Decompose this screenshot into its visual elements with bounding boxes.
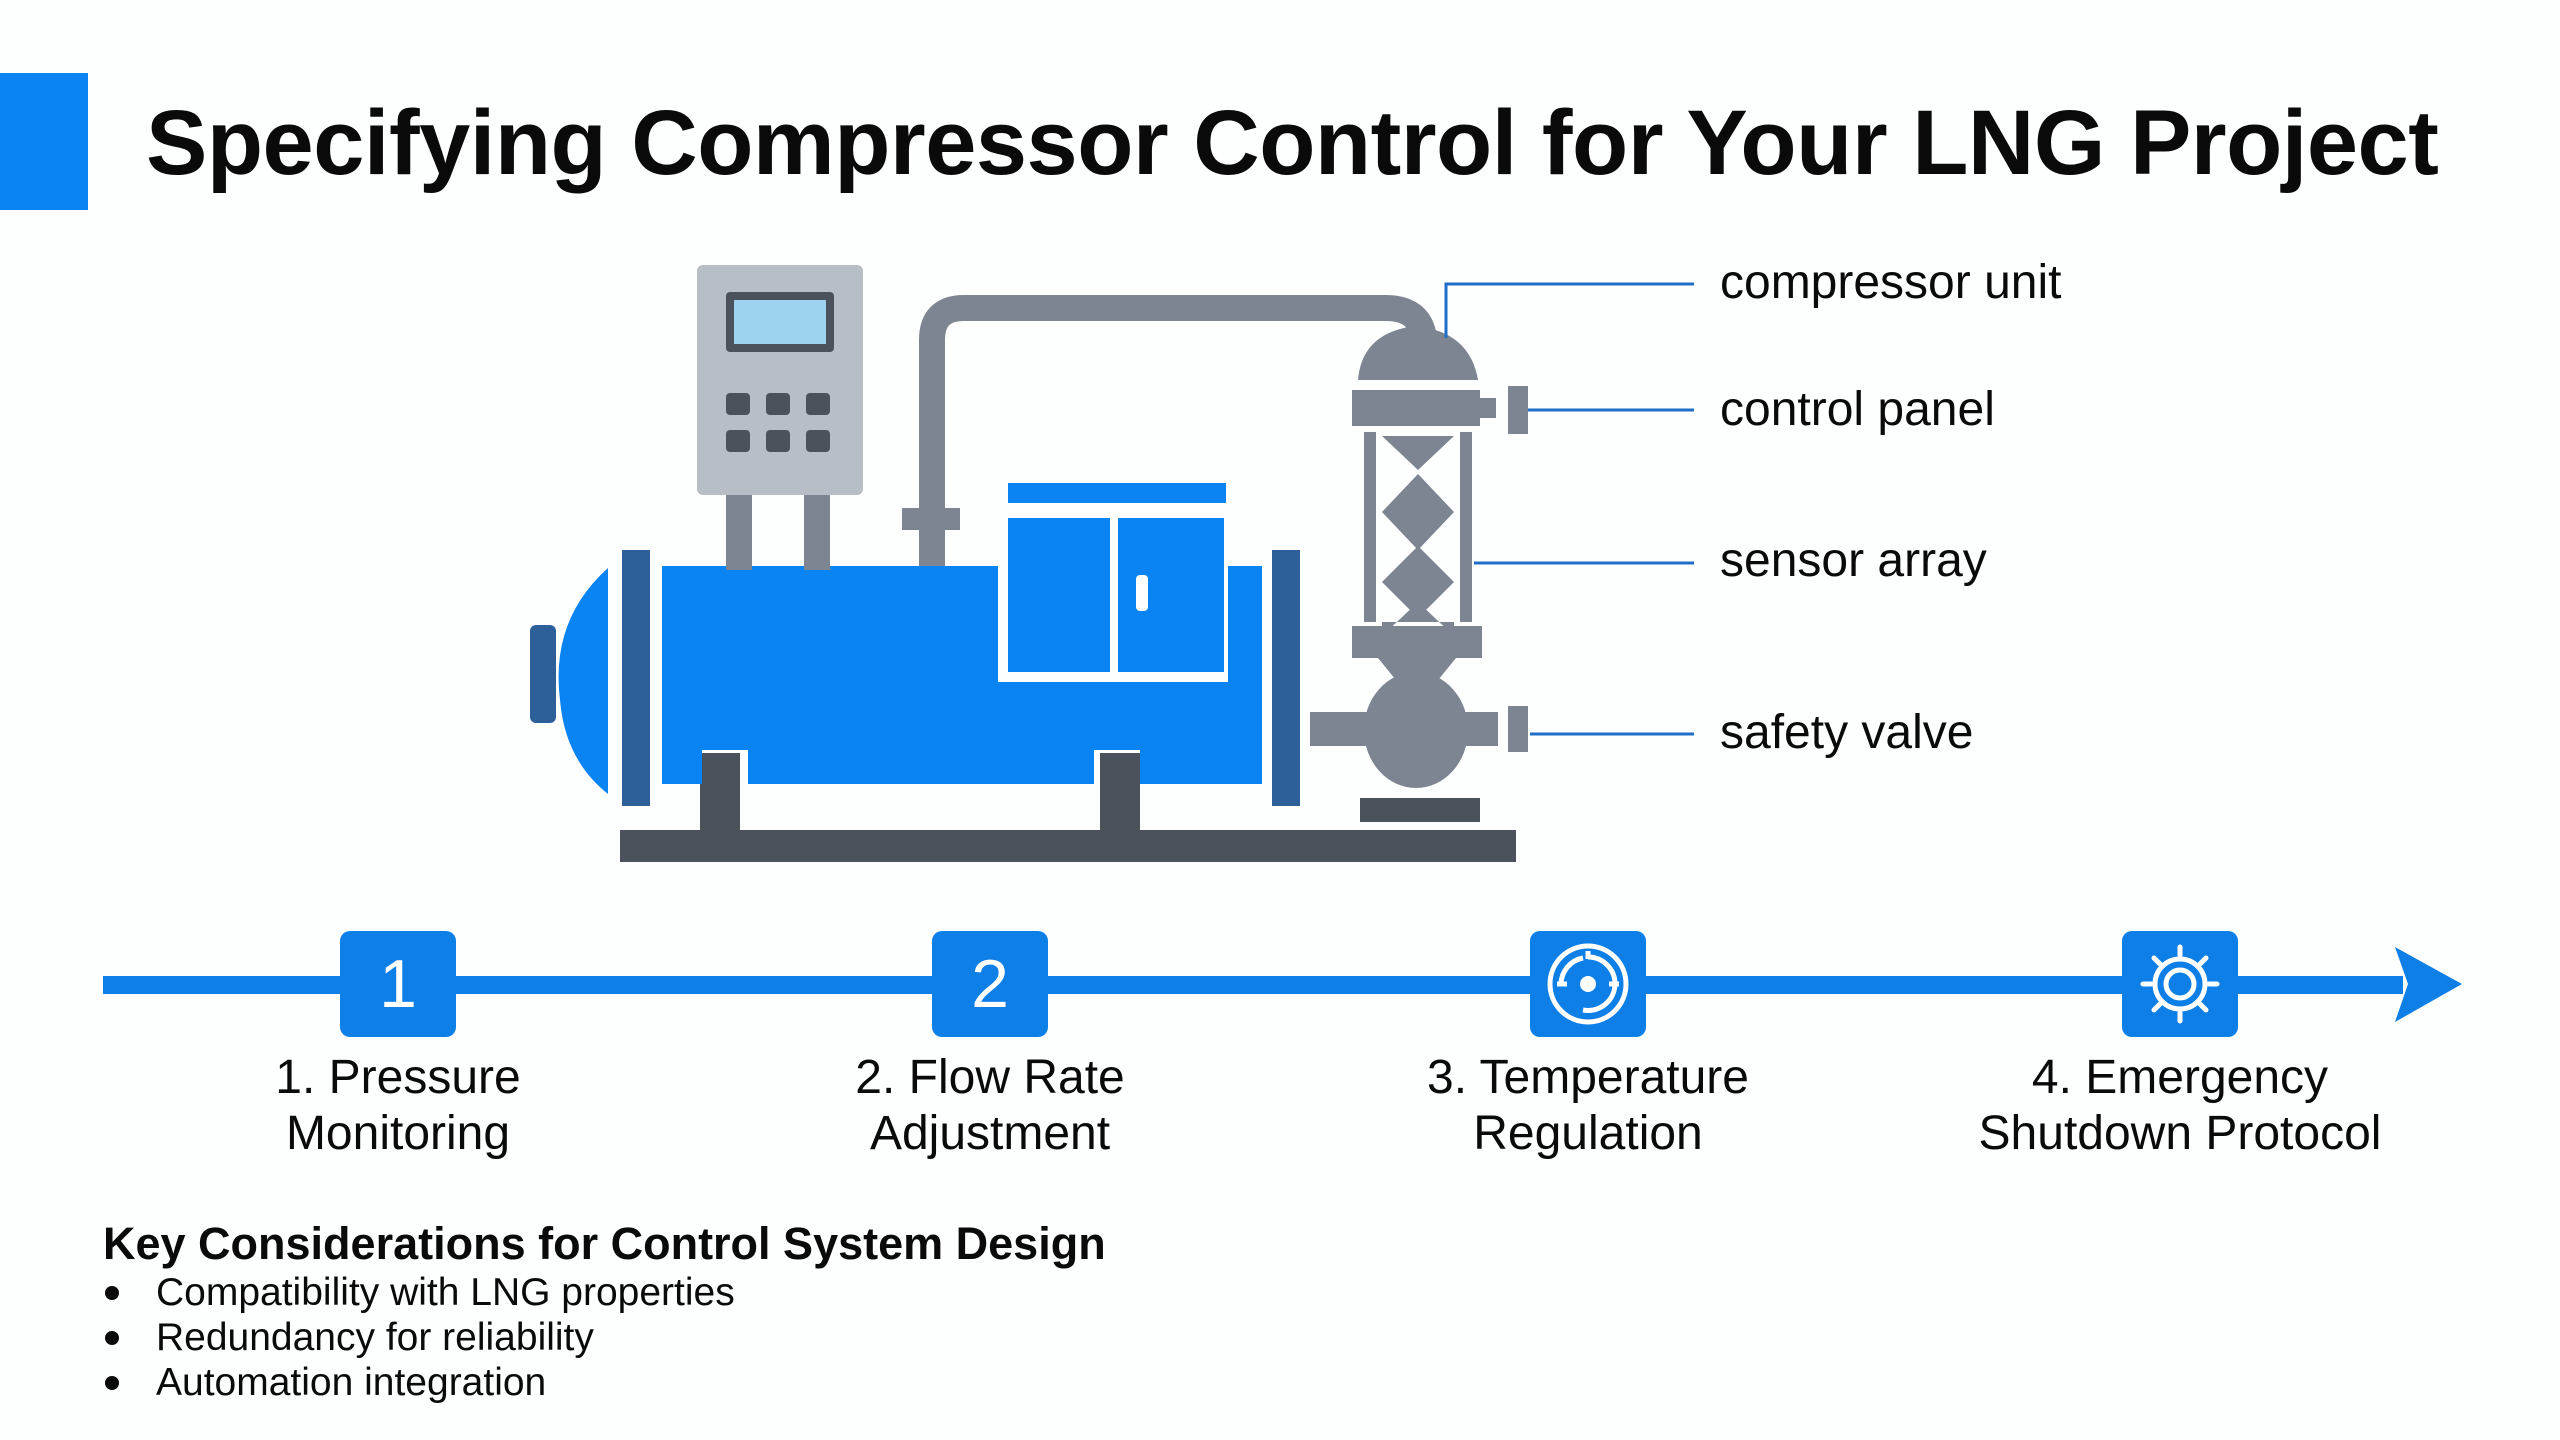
pipe-coupling bbox=[902, 508, 960, 530]
safety-valve-body bbox=[1364, 672, 1468, 788]
list-item-text: Compatibility with LNG properties bbox=[156, 1271, 735, 1314]
step-3-label-line2: Regulation bbox=[1473, 1107, 1703, 1160]
step-1-number: 1 bbox=[379, 946, 417, 1022]
skid-leg-right bbox=[1100, 753, 1140, 833]
list-item: Automation integration bbox=[103, 1360, 735, 1405]
callout-control-panel: control panel bbox=[1720, 383, 1995, 436]
cabinet-handle bbox=[1136, 575, 1148, 611]
skid-leg-left bbox=[700, 753, 740, 833]
tank-dome-cap bbox=[558, 568, 608, 794]
cabinet-door-right bbox=[1118, 518, 1224, 672]
callout-lines bbox=[1444, 282, 1694, 736]
safety-valve-tab bbox=[1508, 706, 1528, 752]
page-title: Specifying Compressor Control for Your L… bbox=[146, 92, 2439, 194]
step-2-label-line2: Adjustment bbox=[869, 1107, 1111, 1160]
tank-end-knob bbox=[530, 625, 556, 723]
list-item-text: Redundancy for reliability bbox=[156, 1316, 594, 1359]
discharge-pipe bbox=[919, 295, 1437, 566]
gear-icon bbox=[2140, 944, 2220, 1024]
valve-base bbox=[1360, 798, 1480, 822]
timeline-arrowhead bbox=[2395, 947, 2462, 1022]
step-4-badge bbox=[2122, 931, 2238, 1037]
step-1-label-line2: Monitoring bbox=[285, 1107, 511, 1160]
title-accent-bar bbox=[0, 73, 88, 210]
bullet-icon bbox=[105, 1331, 119, 1345]
callout-safety-valve: safety valve bbox=[1720, 706, 1974, 759]
step-4-label-line1: 4. Emergency bbox=[2031, 1051, 2329, 1104]
callout-line-compressor-unit bbox=[1444, 282, 1694, 338]
tank-flange-left bbox=[622, 550, 650, 806]
control-panel-sensor-tab bbox=[1508, 386, 1528, 434]
step-4-label: 4. Emergency Shutdown Protocol bbox=[1950, 1050, 2410, 1162]
column-top-flange bbox=[1352, 390, 1480, 426]
valve-pipe-left bbox=[1310, 712, 1370, 746]
step-2-label-line1: 2. Flow Rate bbox=[855, 1051, 1125, 1104]
column-top-nozzle bbox=[1480, 398, 1496, 418]
panel-post-right bbox=[804, 490, 830, 570]
list-item: Redundancy for reliability bbox=[103, 1315, 735, 1360]
step-2-number: 2 bbox=[971, 946, 1009, 1022]
target-dial-icon bbox=[1547, 943, 1629, 1025]
bullet-icon bbox=[105, 1286, 119, 1300]
step-1-label-line1: 1. Pressure bbox=[275, 1051, 521, 1104]
sensor-array-packing bbox=[1382, 436, 1454, 636]
list-item: Compatibility with LNG properties bbox=[103, 1270, 735, 1315]
timeline-track bbox=[103, 976, 2403, 994]
column-rail-right bbox=[1460, 432, 1472, 622]
step-3-badge bbox=[1530, 931, 1646, 1037]
callout-compressor-unit: compressor unit bbox=[1720, 256, 2062, 309]
list-item-text: Automation integration bbox=[156, 1361, 547, 1404]
step-2-label: 2. Flow Rate Adjustment bbox=[760, 1050, 1220, 1162]
base-skid bbox=[620, 830, 1516, 862]
valve-pipe-right bbox=[1462, 712, 1498, 746]
panel-keypad bbox=[726, 393, 830, 452]
step-3-label-line1: 3. Temperature bbox=[1427, 1051, 1749, 1104]
step-3-label: 3. Temperature Regulation bbox=[1358, 1050, 1818, 1162]
step-4-label-line2: Shutdown Protocol bbox=[1978, 1107, 2382, 1160]
column-dome bbox=[1358, 326, 1478, 380]
motor-cabinet-top bbox=[1008, 483, 1226, 503]
step-2-badge: 2 bbox=[932, 931, 1048, 1037]
step-1-badge: 1 bbox=[340, 931, 456, 1037]
considerations-title: Key Considerations for Control System De… bbox=[103, 1218, 1106, 1269]
callout-sensor-array: sensor array bbox=[1720, 534, 1987, 587]
considerations-list: Compatibility with LNG properties Redund… bbox=[103, 1270, 735, 1405]
tank-flange-right bbox=[1272, 550, 1300, 806]
step-1-label: 1. Pressure Monitoring bbox=[168, 1050, 628, 1162]
column-rail-left bbox=[1364, 432, 1376, 622]
panel-screen bbox=[734, 300, 826, 344]
cabinet-door-left bbox=[1008, 518, 1110, 672]
column-bottom-flange bbox=[1352, 626, 1482, 658]
bullet-icon bbox=[105, 1376, 119, 1390]
panel-post-left bbox=[726, 490, 752, 570]
